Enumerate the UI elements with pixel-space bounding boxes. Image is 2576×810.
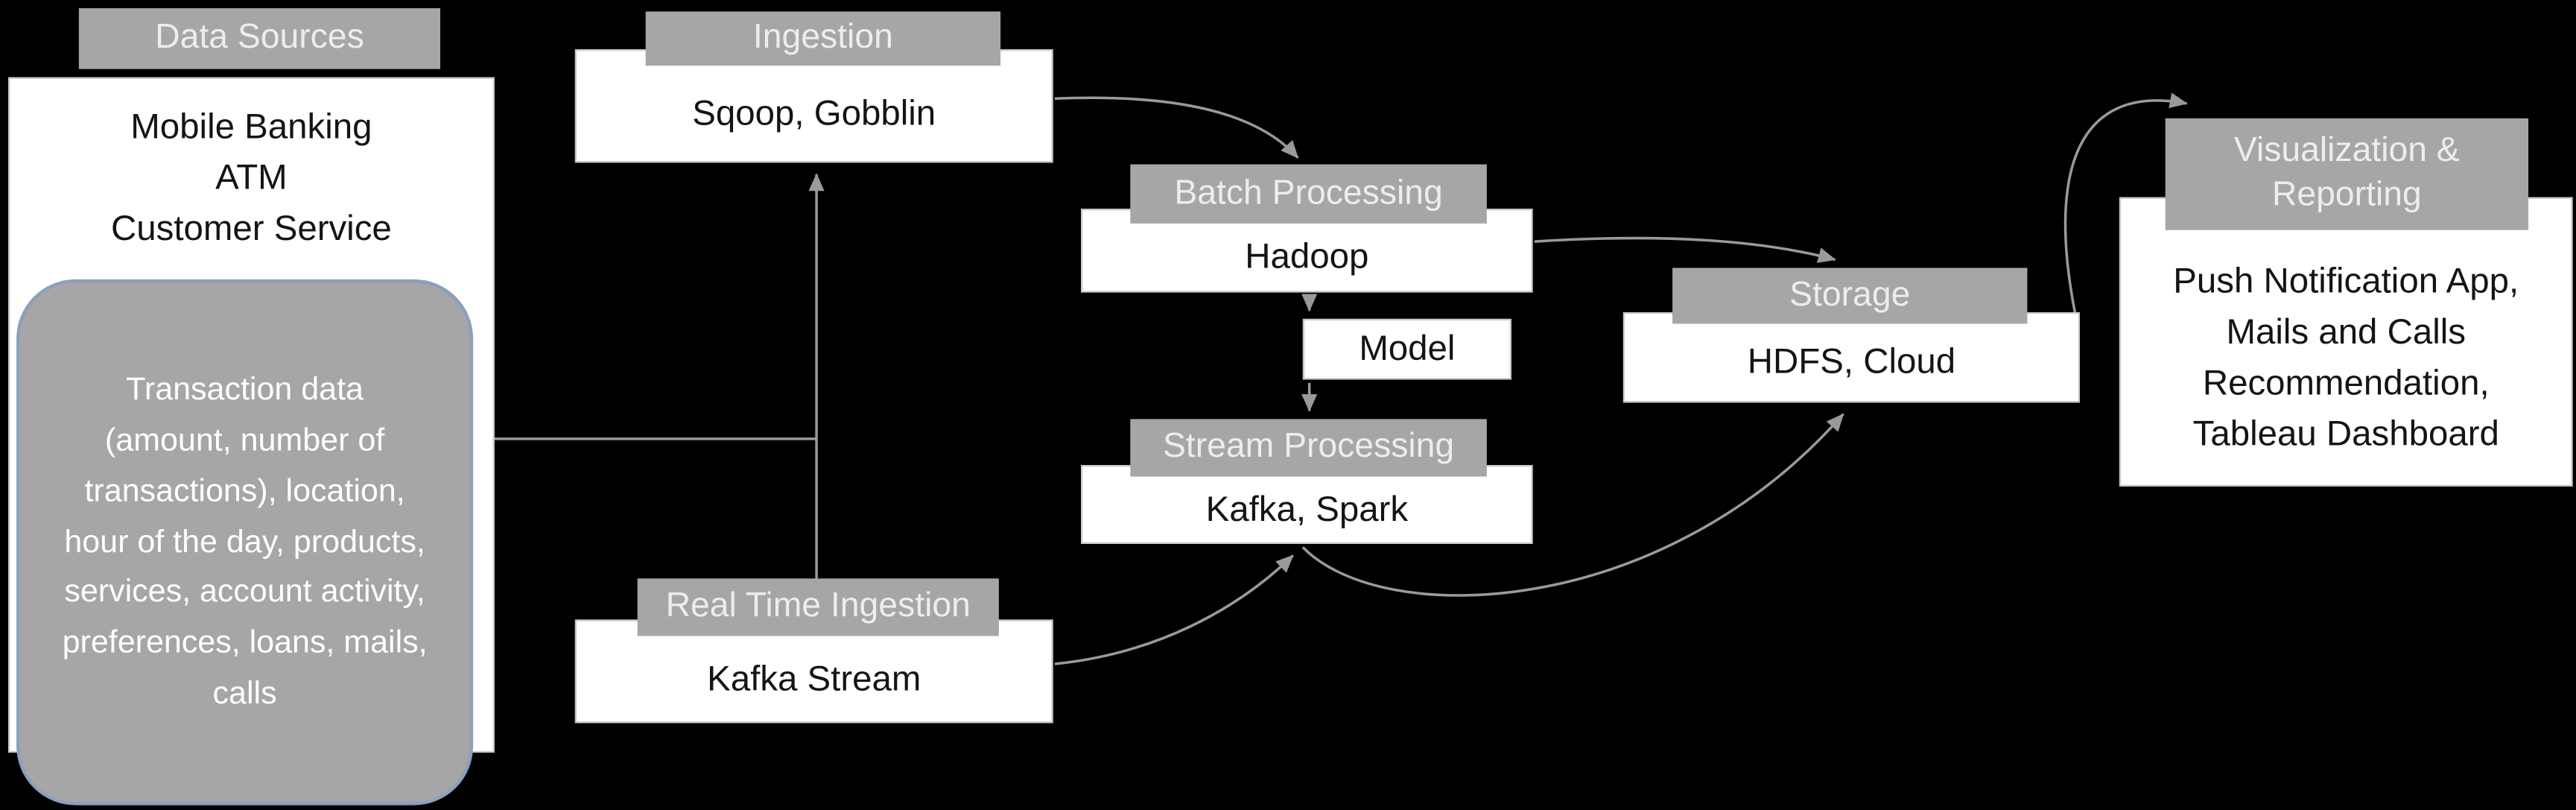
model-body: Model — [1359, 328, 1456, 368]
transaction-data-text: Transaction data (amount, number of tran… — [62, 371, 428, 712]
storage-label: Storage — [1672, 268, 2028, 324]
stream-processing-label: Stream Processing — [1130, 419, 1487, 477]
connector-ingestion-to-batch — [1054, 96, 1299, 159]
ingestion-box: Sqoop, Gobblin — [574, 49, 1053, 163]
ingestion-body: Sqoop, Gobblin — [692, 93, 936, 133]
ingestion-label-text: Ingestion — [752, 18, 893, 57]
connector-realtime-to-stream — [1054, 554, 1294, 665]
model-box: Model — [1302, 318, 1511, 380]
real-time-ingestion-body: Kafka Stream — [707, 659, 921, 699]
stream-processing-box: Kafka, Spark — [1081, 465, 1533, 544]
real-time-ingestion-box: Kafka Stream — [574, 619, 1053, 724]
visualization-label: Visualization & Reporting — [2165, 118, 2529, 230]
batch-processing-label-text: Batch Processing — [1174, 173, 1443, 212]
real-time-ingestion-label: Real Time Ingestion — [637, 578, 999, 636]
visualization-box: Push Notification App, Mails and Calls R… — [2119, 197, 2573, 487]
visualization-body: Push Notification App, Mails and Calls R… — [2173, 260, 2519, 455]
real-time-ingestion-label-text: Real Time Ingestion — [665, 586, 971, 625]
storage-box: HDFS, Cloud — [1622, 312, 2080, 403]
visualization-label-text: Visualization & Reporting — [2233, 131, 2460, 214]
data-sources-channels: Mobile Banking ATM Customer Service — [110, 107, 392, 249]
storage-body: HDFS, Cloud — [1747, 342, 1956, 382]
storage-label-text: Storage — [1789, 275, 1911, 314]
data-sources-label-text: Data Sources — [155, 18, 364, 57]
ingestion-label: Ingestion — [645, 11, 1001, 66]
batch-processing-label: Batch Processing — [1130, 164, 1487, 224]
transaction-data-callout: Transaction data (amount, number of tran… — [16, 279, 474, 806]
stream-processing-label-text: Stream Processing — [1162, 427, 1455, 466]
connector-batch-to-storage — [1534, 236, 1836, 263]
connector-storage-to-visualization — [2063, 92, 2188, 321]
stream-processing-body: Kafka, Spark — [1205, 489, 1409, 529]
batch-processing-body: Hadoop — [1245, 237, 1369, 277]
connector-stream-to-storage — [1301, 413, 1844, 597]
data-sources-label: Data Sources — [78, 8, 441, 69]
